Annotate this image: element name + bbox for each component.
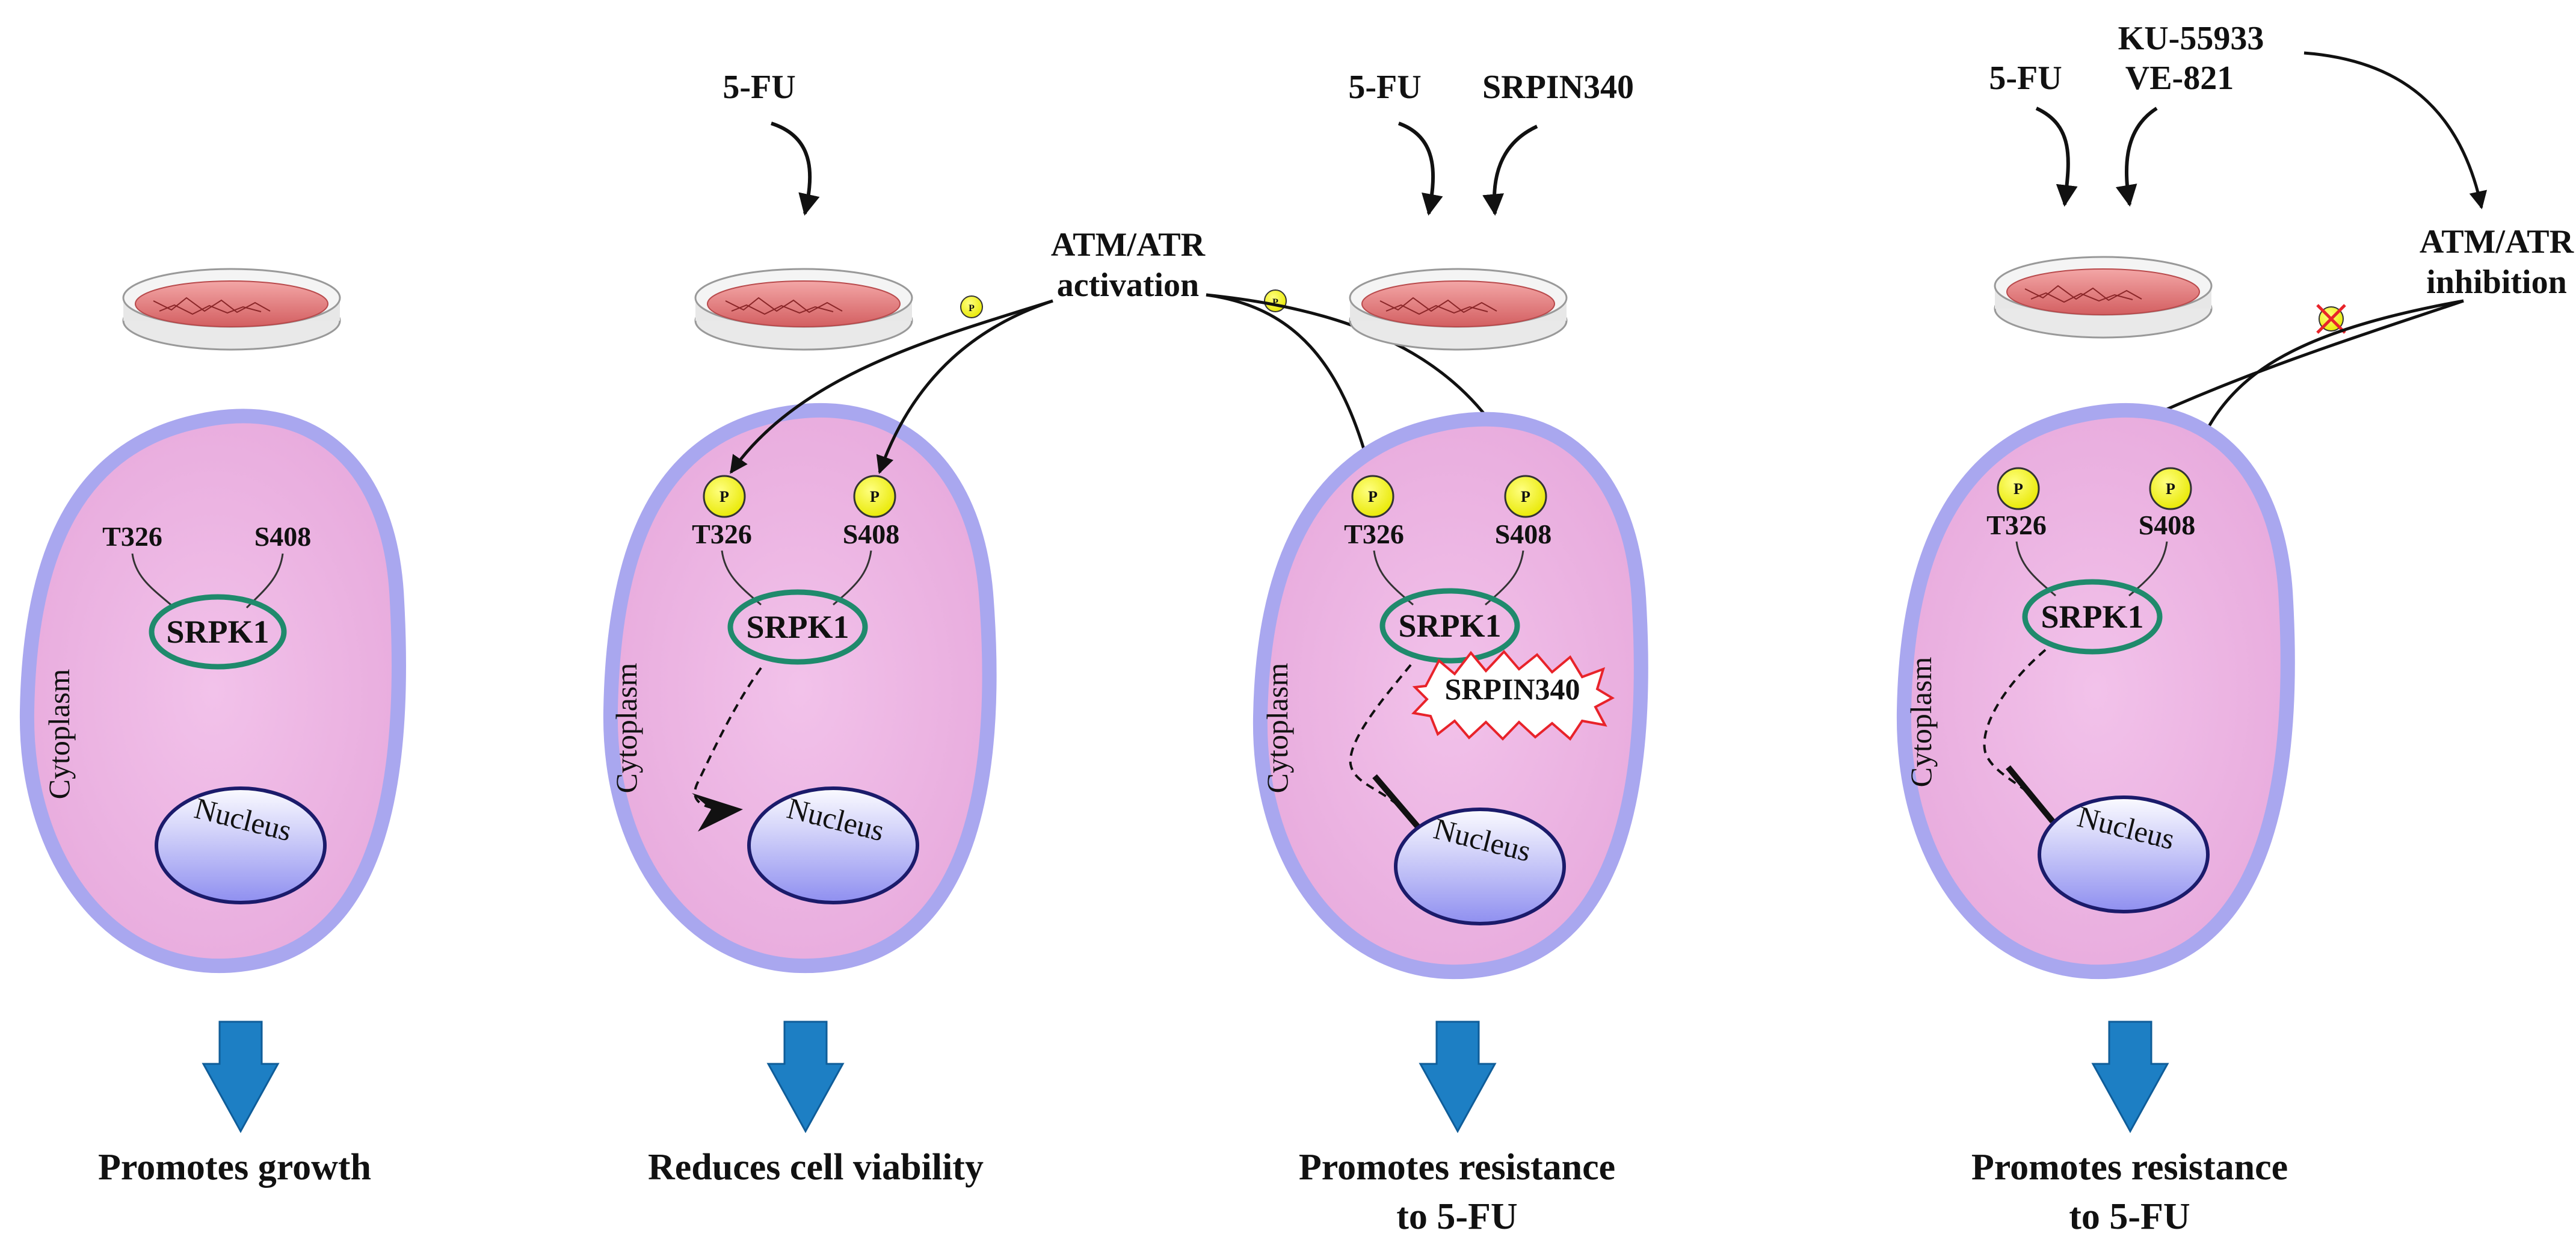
- outcome-label-line2: to 5-FU: [2069, 1196, 2190, 1237]
- output-arrow: [2091, 1021, 2169, 1134]
- cytoplasm-label: Cytoplasm: [42, 669, 76, 800]
- site-label-t326: T326: [102, 521, 162, 552]
- output-arrow: [1419, 1021, 1497, 1134]
- outcome-label: Promotes growth: [98, 1147, 371, 1188]
- panel-4: 5-FU KU-55933 VE-821 ATM/ATR inhibition: [1896, 20, 2574, 1237]
- site-label-s408: S408: [254, 521, 312, 552]
- inhibitor-burst: SRPIN340: [1411, 650, 1615, 741]
- outcome-label-line1: Promotes resistance: [1299, 1147, 1615, 1188]
- output-arrow: [202, 1021, 280, 1134]
- cytoplasm-label: Cytoplasm: [1904, 657, 1938, 788]
- svg-text:P: P: [719, 488, 729, 505]
- culture-dish: [694, 268, 913, 351]
- drug-arrow: [2035, 107, 2078, 207]
- drug-arrow: [2115, 107, 2158, 207]
- phospho-marker: P: [1264, 289, 1287, 312]
- culture-dish: [1994, 256, 2213, 339]
- outcome-label-line2: to 5-FU: [1396, 1196, 1517, 1237]
- panel-2: 5-FU P P T326 S408 SRPK1 Cytoplasm Nu: [603, 69, 997, 1188]
- drug-label-5fu: 5-FU: [1989, 60, 2062, 97]
- enzyme-ring: [2022, 579, 2163, 655]
- drug-label-srpin340: SRPIN340: [1482, 69, 1634, 106]
- phospho-marker: P: [1504, 475, 1547, 518]
- kinase-state-label: inhibition: [2426, 264, 2566, 301]
- drug-label-ve821: VE-821: [2125, 60, 2234, 97]
- inhibitor-label: SRPIN340: [1444, 672, 1580, 706]
- svg-text:P: P: [1521, 488, 1530, 505]
- translocation-arrowhead: [692, 793, 743, 832]
- activation-arrow-s408: [876, 299, 1053, 474]
- cytoplasm-label: Cytoplasm: [609, 663, 643, 794]
- panel-3: 5-FU SRPIN340 P P T326 S408 SRPK1: [1253, 69, 1648, 1237]
- kinase-state-label: activation: [1057, 267, 1199, 304]
- inhibition-path: [1983, 649, 2047, 795]
- panel-1: T326 S408 SRPK1 Cytoplasm Nucleus Promot…: [19, 268, 406, 1188]
- enzyme-label: SRPK1: [166, 614, 269, 650]
- site-label-t326: T326: [692, 519, 752, 549]
- enzyme-label: SRPK1: [746, 609, 849, 645]
- site-label-s408: S408: [843, 519, 900, 549]
- svg-text:P: P: [870, 488, 880, 505]
- phospho-marker: P: [960, 295, 983, 318]
- svg-text:P: P: [2014, 480, 2023, 498]
- enzyme-ring: [149, 594, 287, 670]
- drug-arrow: [1397, 122, 1443, 216]
- phospho-marker: P: [1997, 467, 2040, 510]
- site-label-t326: T326: [1344, 519, 1404, 549]
- nucleus: [1394, 808, 1566, 925]
- site-label-t326: T326: [1986, 510, 2047, 540]
- outcome-label: Reduces cell viability: [648, 1147, 984, 1188]
- svg-text:P: P: [1272, 297, 1278, 307]
- inhibition-path: [1349, 664, 1412, 805]
- phospho-marker: P: [703, 475, 746, 518]
- activation-arrow-t326-p3: [1206, 293, 1375, 474]
- enzyme-label: SRPK1: [2041, 599, 2143, 635]
- drug-label-ku55933: KU-55933: [2118, 20, 2264, 57]
- svg-text:P: P: [969, 303, 975, 314]
- blocked-phospho-marker: [2316, 304, 2346, 334]
- drug-label-5fu: 5-FU: [723, 69, 795, 106]
- drug-arrow: [771, 122, 820, 216]
- enzyme-ring: [727, 589, 868, 665]
- kinase-label: ATM/ATR: [2420, 223, 2574, 261]
- activation-arrow-t326: [729, 299, 1053, 474]
- culture-dish: [1349, 268, 1568, 351]
- site-label-s408: S408: [1495, 519, 1552, 549]
- nucleus: [2038, 795, 2210, 913]
- inhibition-bar: [2006, 765, 2055, 824]
- outcome-label-line1: Promotes resistance: [1971, 1147, 2288, 1188]
- output-arrow: [766, 1021, 845, 1134]
- drug-arrow: [1482, 125, 1538, 216]
- nucleus: [155, 786, 327, 904]
- inhibition-bar: [1372, 774, 1423, 833]
- phospho-marker: P: [853, 475, 896, 518]
- enzyme-ring: [1379, 588, 1520, 664]
- connector-line: [131, 553, 175, 609]
- svg-text:P: P: [2166, 480, 2175, 498]
- phospho-marker: P: [1351, 475, 1394, 518]
- culture-dish: [122, 268, 341, 351]
- site-label-s408: S408: [2139, 510, 2196, 540]
- drug-label-5fu: 5-FU: [1348, 69, 1421, 106]
- nucleus: [747, 786, 919, 904]
- kinase-label: ATM/ATR: [1051, 226, 1206, 264]
- enzyme-label: SRPK1: [1398, 608, 1501, 644]
- drug-arrow-to-kinase: [2303, 51, 2488, 209]
- svg-text:P: P: [1368, 488, 1378, 505]
- phospho-marker: P: [2149, 467, 2192, 510]
- atm-atr-activation: ATM/ATR activation P P: [729, 226, 1523, 474]
- cytoplasm-label: Cytoplasm: [1260, 663, 1294, 794]
